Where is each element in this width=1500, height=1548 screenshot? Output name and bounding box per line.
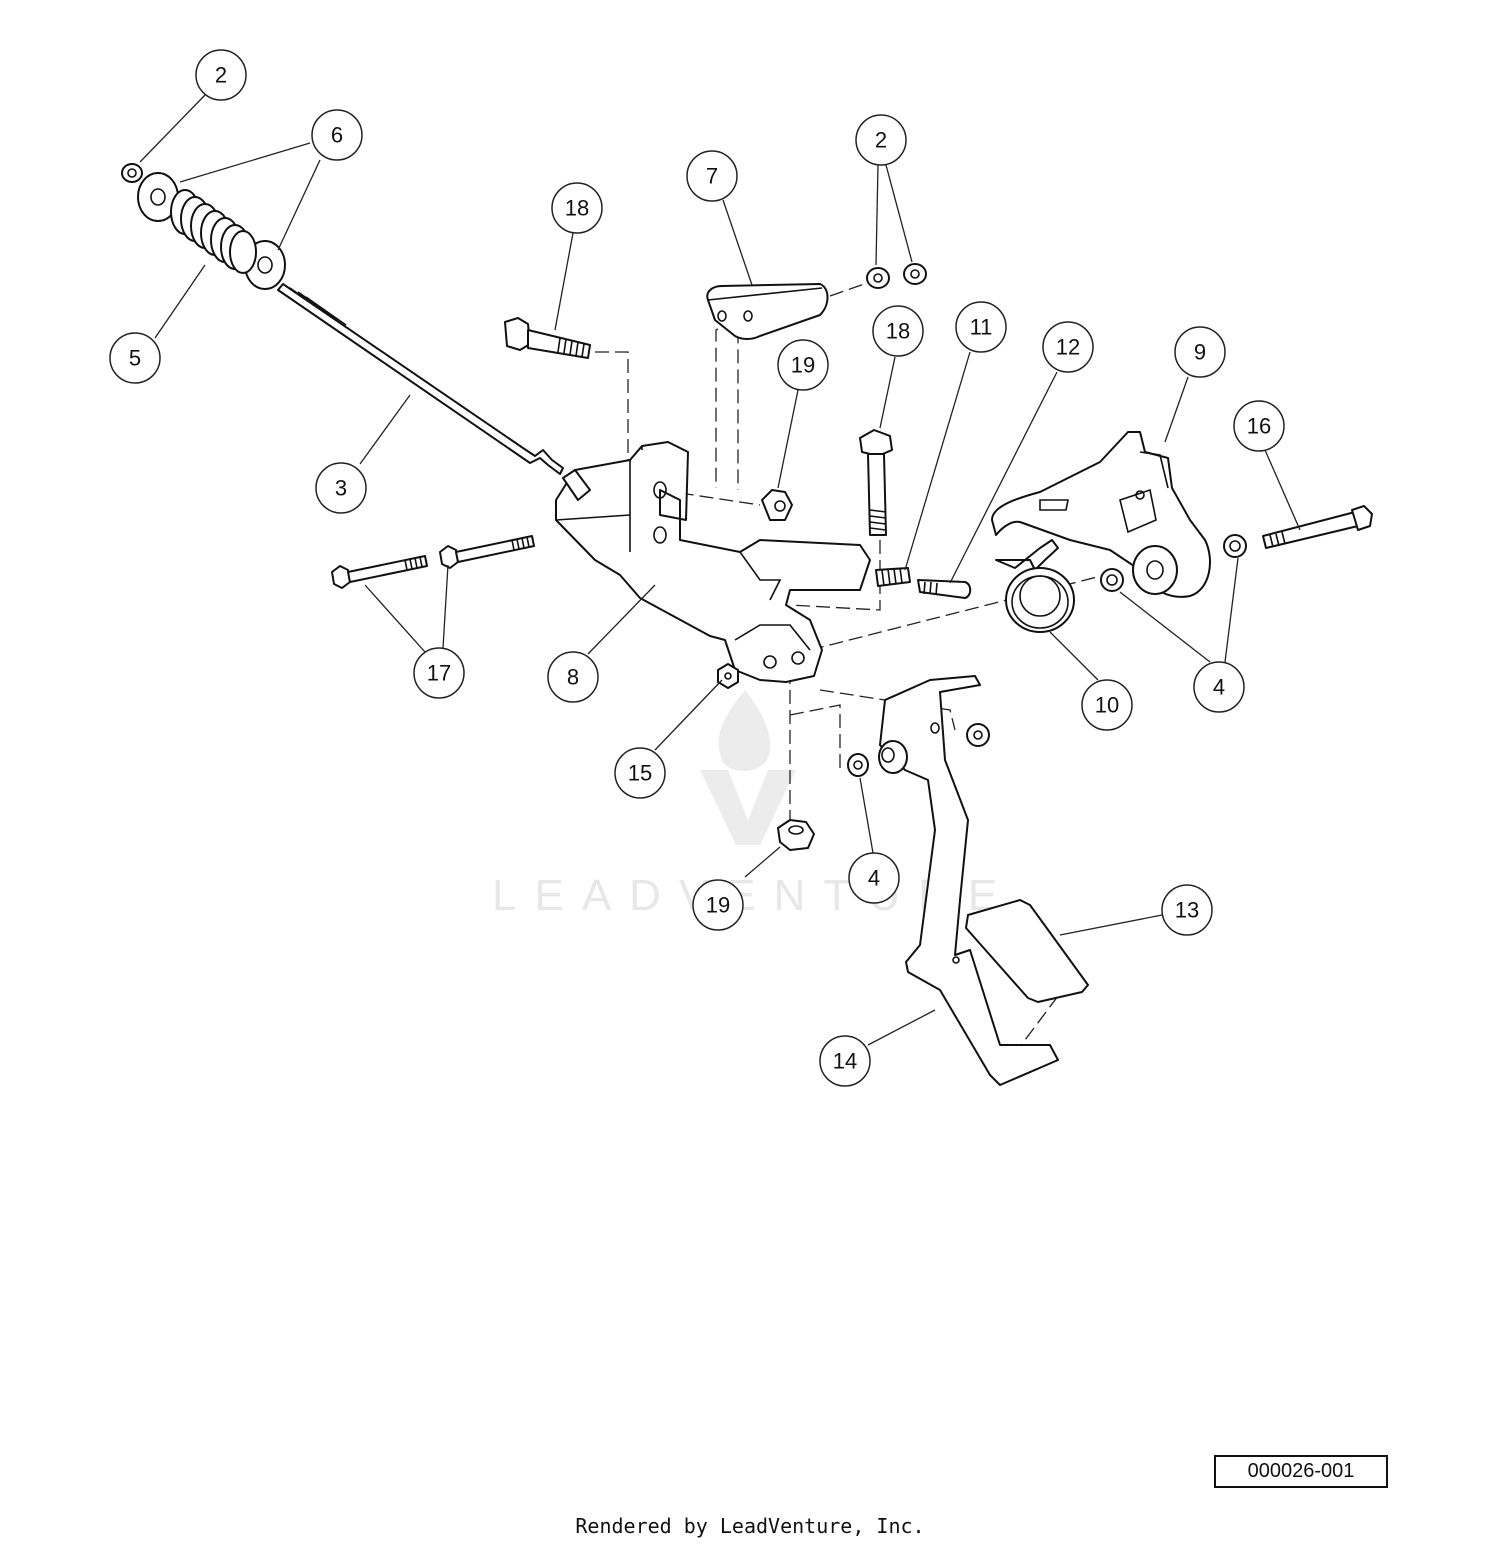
callout-2-top-right: 2: [855, 114, 907, 166]
bushing-part-4-a: [1100, 568, 1124, 592]
svg-text:10: 10: [1095, 693, 1119, 718]
svg-text:18: 18: [565, 196, 589, 221]
leader-lines: [139, 94, 1301, 1046]
callout-19-lower: 19: [692, 879, 744, 931]
bracket-part-9: [991, 431, 1211, 598]
figure-id-box: 000026-001: [1214, 1455, 1388, 1488]
svg-text:2: 2: [875, 128, 887, 153]
callout-14: 14: [819, 1035, 871, 1087]
svg-text:7: 7: [706, 164, 718, 189]
callout-19-upper: 19: [777, 339, 829, 391]
rod-part-3: [277, 283, 564, 475]
watermark-text: LEADVENTURE: [492, 871, 1015, 920]
bracket-part-8: [555, 441, 871, 683]
nut-part-19-b: [777, 819, 815, 851]
nut-part-2-left: [121, 163, 143, 183]
svg-text:4: 4: [868, 866, 880, 891]
svg-text:9: 9: [1194, 340, 1206, 365]
svg-text:16: 16: [1247, 414, 1271, 439]
washer-part-6-a: [137, 172, 179, 222]
spring-part-11: [875, 567, 911, 587]
callout-9: 9: [1174, 326, 1226, 378]
svg-text:12: 12: [1056, 335, 1080, 360]
pedal-pad-part-13: [965, 899, 1089, 1003]
svg-text:6: 6: [331, 123, 343, 148]
pin-part-12: [917, 579, 972, 599]
svg-text:13: 13: [1175, 898, 1199, 923]
svg-text:3: 3: [335, 476, 347, 501]
callout-6: 6: [311, 109, 363, 161]
bolt-part-17-a: [331, 555, 428, 589]
callout-17: 17: [413, 647, 465, 699]
callout-18-left: 18: [551, 182, 603, 234]
callout-4-lower: 4: [848, 852, 900, 904]
callout-7: 7: [686, 150, 738, 202]
svg-text:5: 5: [129, 346, 141, 371]
watermark: LEADVENTURE: [492, 690, 1015, 920]
torsion-spring-part-10: [995, 539, 1075, 633]
nut-part-15: [717, 663, 739, 689]
svg-text:18: 18: [886, 319, 910, 344]
callout-18-right: 18: [872, 305, 924, 357]
nut-part-19-a: [761, 489, 793, 521]
nut-part-2-right-a: [866, 267, 890, 289]
pedal-arm-part-14: [878, 675, 1059, 1086]
bolt-part-18-a: [504, 317, 591, 359]
svg-text:15: 15: [628, 761, 652, 786]
bolt-part-18-b: [859, 429, 893, 536]
spring-part-5: [170, 189, 257, 274]
svg-text:8: 8: [567, 665, 579, 690]
watermark-flame-icon: [718, 690, 771, 772]
callout-5: 5: [109, 332, 161, 384]
watermark-logo-icon: [700, 770, 796, 845]
bracket-part-7: [706, 283, 829, 340]
callout-2-top-left: 2: [195, 49, 247, 101]
bolt-part-17-b: [439, 535, 535, 569]
callout-4-right: 4: [1193, 661, 1245, 713]
callout-10: 10: [1081, 679, 1133, 731]
svg-text:11: 11: [970, 315, 993, 340]
callout-15: 15: [614, 747, 666, 799]
svg-text:19: 19: [791, 353, 815, 378]
callout-11: 11: [955, 301, 1007, 353]
callout-13: 13: [1161, 884, 1213, 936]
callout-16: 16: [1233, 400, 1285, 452]
svg-text:14: 14: [833, 1049, 857, 1074]
svg-text:4: 4: [1213, 675, 1225, 700]
callout-8: 8: [547, 651, 599, 703]
render-credit: Rendered by LeadVenture, Inc.: [575, 1514, 925, 1538]
bushing-part-4-c: [847, 753, 869, 777]
svg-text:2: 2: [215, 63, 227, 88]
callout-12: 12: [1042, 321, 1094, 373]
callout-3: 3: [315, 462, 367, 514]
svg-text:19: 19: [706, 893, 730, 918]
bushing-part-4-b: [1223, 534, 1247, 558]
svg-text:17: 17: [427, 661, 451, 686]
bushing-part-4-d: [966, 723, 990, 747]
nut-part-2-right-b: [903, 263, 927, 285]
bolt-part-16: [1262, 505, 1373, 549]
